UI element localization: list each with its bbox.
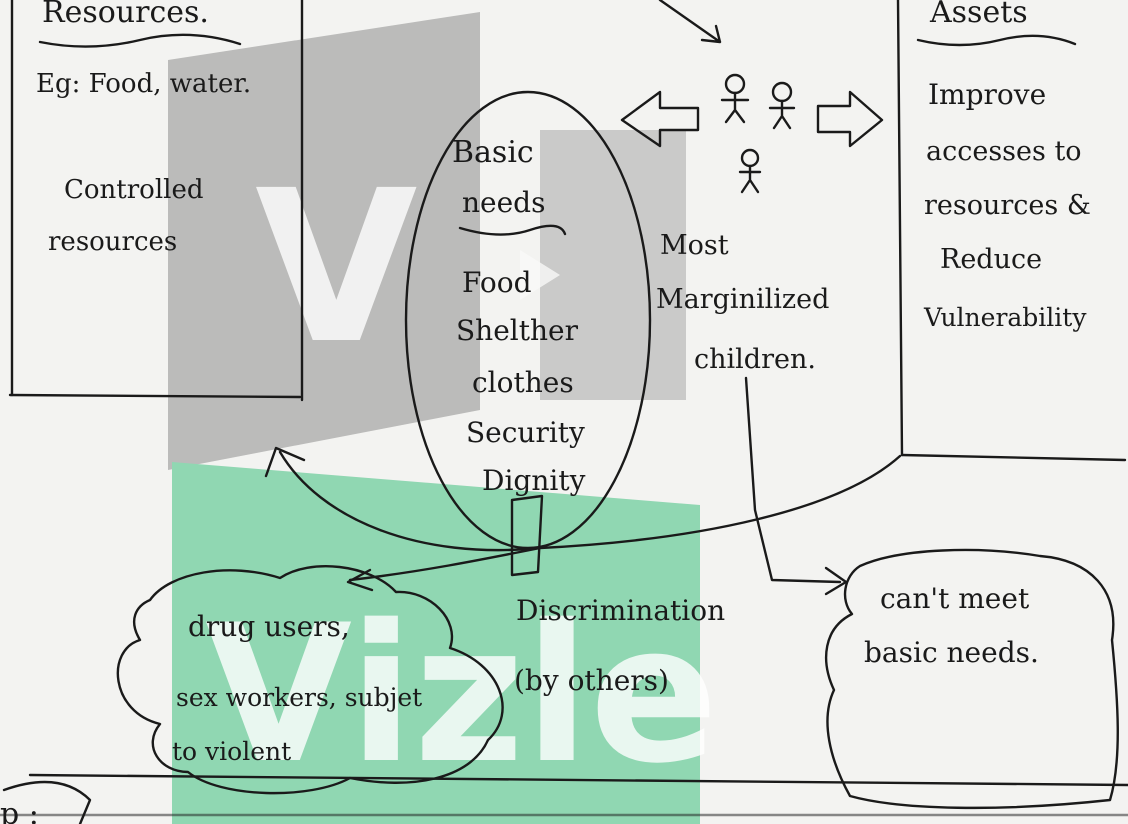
vizle-watermark — [168, 12, 700, 824]
assets-line: accesses to — [926, 136, 1082, 167]
assets-underline — [916, 34, 1077, 47]
assets-line: resources & — [924, 190, 1091, 221]
play-triangle — [520, 250, 560, 300]
stem-box — [510, 494, 544, 577]
left-panel: Resources. Eg: Food, water. Controlled r… — [36, 0, 251, 257]
marginilized-text: Marginilized — [656, 284, 829, 315]
cloud-right-line: can't meet — [880, 582, 1030, 615]
discrimination-group: Discrimination (by others) — [514, 594, 725, 697]
watermark-gray-shape — [168, 12, 480, 470]
cloud-right-line: basic needs. — [864, 636, 1039, 669]
assets-heading: Assets — [929, 0, 1028, 30]
stick-figure-icon — [768, 81, 796, 130]
corner-text: p : — [0, 797, 39, 824]
resources-example: Eg: Food, water. — [36, 69, 251, 99]
corner-curve — [2, 780, 92, 824]
arrow-head-icon — [346, 568, 374, 592]
cloud-right: can't meet basic needs. — [825, 548, 1119, 810]
arrow-left-block-icon — [620, 90, 700, 148]
by-others-text: (by others) — [514, 664, 669, 697]
cloud-left-line: sex workers, subjet — [176, 683, 422, 712]
basic-needs-group: Basic needs Food Shelther clothes Securi… — [404, 90, 652, 550]
resources-label: resources — [48, 227, 177, 257]
stick-figure-icon — [720, 73, 750, 124]
arrow-down-icon — [658, 0, 722, 44]
cloud-left-outline — [116, 565, 504, 795]
cloud-left: drug users, sex workers, subjet to viole… — [116, 565, 504, 795]
right-panel: Assets Improve accesses to resources & R… — [916, 0, 1091, 332]
controlled-label: Controlled — [64, 175, 203, 205]
corner-fragment: p : — [0, 780, 92, 824]
basic-need-item: Security — [466, 416, 585, 449]
stick-figure-icon — [738, 148, 762, 194]
discrimination-text: Discrimination — [516, 594, 725, 627]
marginalized-label: Most Marginilized children. — [656, 230, 829, 375]
resources-heading: Resources. — [42, 0, 209, 30]
arrow-head-icon — [264, 446, 306, 478]
basic-need-item: Dignity — [482, 464, 586, 497]
svg-text:V: V — [255, 145, 418, 390]
basic-need-item: Shelther — [456, 314, 579, 347]
children-text: children. — [694, 344, 816, 375]
needs-heading: needs — [462, 186, 545, 219]
basic-need-item: Food — [462, 266, 532, 299]
watermark-green-shape — [172, 462, 700, 824]
most-text: Most — [660, 230, 729, 261]
arrow-right-block-icon — [816, 90, 884, 148]
needs-underline — [458, 224, 567, 236]
connector-arrows — [264, 376, 902, 596]
basic-need-item: clothes — [472, 366, 574, 399]
assets-line: Improve — [928, 78, 1046, 111]
cloud-right-outline — [825, 548, 1119, 810]
children-figures — [620, 0, 884, 194]
cloud-left-line: to violent — [172, 737, 291, 766]
watermark-gray-square — [540, 130, 686, 400]
line-to-cloud-right — [744, 376, 842, 584]
assets-line: Reduce — [940, 244, 1042, 275]
basic-heading: Basic — [452, 135, 534, 170]
cloud-left-line: drug users, — [188, 610, 350, 643]
resources-underline — [38, 33, 242, 48]
assets-line: Vulnerability — [923, 303, 1087, 332]
